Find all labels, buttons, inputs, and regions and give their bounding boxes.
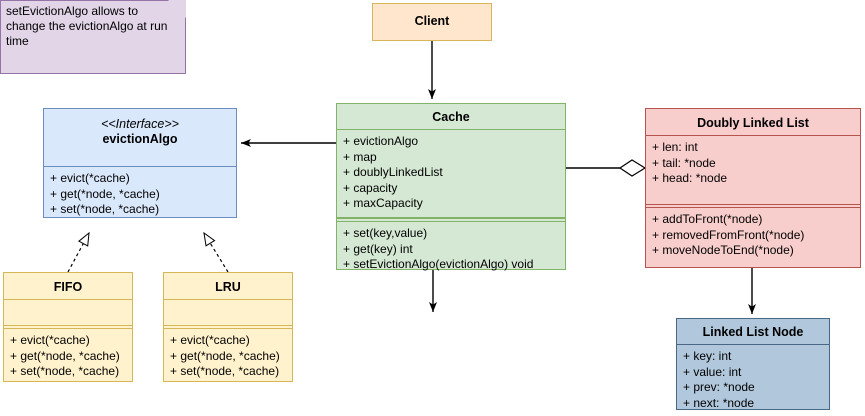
cache-methods: + set(key,value) + get(key) int + setEvi… [337, 222, 565, 278]
class-name-lru: LRU [164, 273, 292, 300]
dll-method: + addToFront(*node) [652, 212, 763, 226]
compartment-divider [164, 325, 292, 329]
doubly-linked-list-methods: + addToFront(*node) + removedFromFront(*… [646, 208, 860, 264]
cache-attribute: + doublyLinkedList [343, 165, 443, 179]
dll-attribute: + len: int [652, 140, 698, 154]
class-name-client: Client [414, 14, 450, 28]
dll-attribute: + tail: *node [652, 155, 716, 170]
cache-method: + get(key) int [343, 241, 413, 256]
cache-attribute: + map [343, 149, 377, 164]
cache-method: + set(key,value) [343, 226, 428, 240]
node-attribute: + value: int [683, 364, 742, 379]
interface-title: <<Interface>> evictionAlgo [44, 109, 236, 151]
lru-method: + evict(*cache) [170, 333, 250, 347]
class-name-cache: Cache [337, 104, 565, 130]
lru-attributes [164, 300, 292, 325]
note-text: setEvictionAlgo allows to change the evi… [6, 4, 168, 48]
note-box-seteviction-algo[interactable]: setEvictionAlgo allows to change the evi… [0, 0, 186, 74]
compartment-divider [4, 325, 132, 329]
dll-attribute: + head: *node [652, 171, 728, 185]
lru-method: + set(*node, *cache) [170, 364, 280, 378]
class-name-fifo: FIFO [4, 273, 132, 300]
compartment-divider [337, 218, 565, 222]
class-box-client[interactable]: Client [372, 3, 492, 41]
linked-list-node-attributes: + key: int + value: int + prev: *node + … [677, 345, 829, 416]
evictionalgo-method: + get(*node, *cache) [50, 186, 160, 201]
fifo-methods: + evict(*cache) + get(*node, *cache) + s… [4, 329, 132, 385]
lru-method: + get(*node, *cache) [170, 348, 280, 363]
node-attribute: + prev: *node [683, 380, 755, 394]
evictionalgo-method: + evict(*cache) [50, 171, 130, 185]
interface-header: <<Interface>> evictionAlgo [44, 109, 236, 167]
lru-methods: + evict(*cache) + get(*node, *cache) + s… [164, 329, 292, 385]
edge-lru-implements-evictionalgo [203, 231, 229, 273]
edge-cache-to-doublylinkedlist [566, 159, 647, 177]
interface-name: evictionAlgo [102, 132, 178, 146]
edge-fifo-implements-evictionalgo [67, 231, 90, 273]
dll-method: + moveNodeToEnd(*node) [652, 243, 794, 257]
cache-method: + setEvictionAlgo(evictionAlgo) void [343, 257, 534, 271]
class-box-lru[interactable]: LRU + evict(*cache) + get(*node, *cache)… [163, 272, 293, 382]
node-attribute: + next: *node [683, 395, 755, 410]
fifo-method: + get(*node, *cache) [10, 348, 120, 363]
class-box-linked-list-node[interactable]: Linked List Node + key: int + value: int… [676, 318, 830, 410]
note-shape [0, 0, 186, 74]
cache-attribute: + maxCapacity [343, 196, 423, 210]
doubly-linked-list-attributes: + len: int + tail: *node + head: *node [646, 136, 860, 204]
class-box-cache[interactable]: Cache + evictionAlgo + map + doublyLinke… [336, 103, 566, 271]
class-name-doubly-linked-list: Doubly Linked List [646, 109, 860, 136]
stereotype-label: <<Interface>> [101, 117, 179, 131]
cache-attribute: + evictionAlgo [343, 134, 419, 148]
fifo-method: + set(*node, *cache) [10, 364, 120, 378]
fifo-method: + evict(*cache) [10, 333, 90, 347]
class-name-linked-list-node: Linked List Node [677, 319, 829, 345]
cache-attributes: + evictionAlgo + map + doublyLinkedList … [337, 130, 565, 218]
evictionalgo-methods: + evict(*cache) + get(*node, *cache) + s… [44, 167, 236, 223]
interface-box-evictionalgo[interactable]: <<Interface>> evictionAlgo + evict(*cach… [43, 108, 237, 218]
dll-method: + removedFromFront(*node) [652, 227, 805, 242]
class-box-fifo[interactable]: FIFO + evict(*cache) + get(*node, *cache… [3, 272, 133, 382]
evictionalgo-method: + set(*node, *cache) [50, 202, 160, 216]
cache-attribute: + capacity [343, 180, 398, 195]
class-box-doubly-linked-list[interactable]: Doubly Linked List + len: int + tail: *n… [645, 108, 861, 268]
node-attribute: + key: int [683, 349, 732, 363]
fifo-attributes [4, 300, 132, 325]
compartment-divider [646, 204, 860, 208]
